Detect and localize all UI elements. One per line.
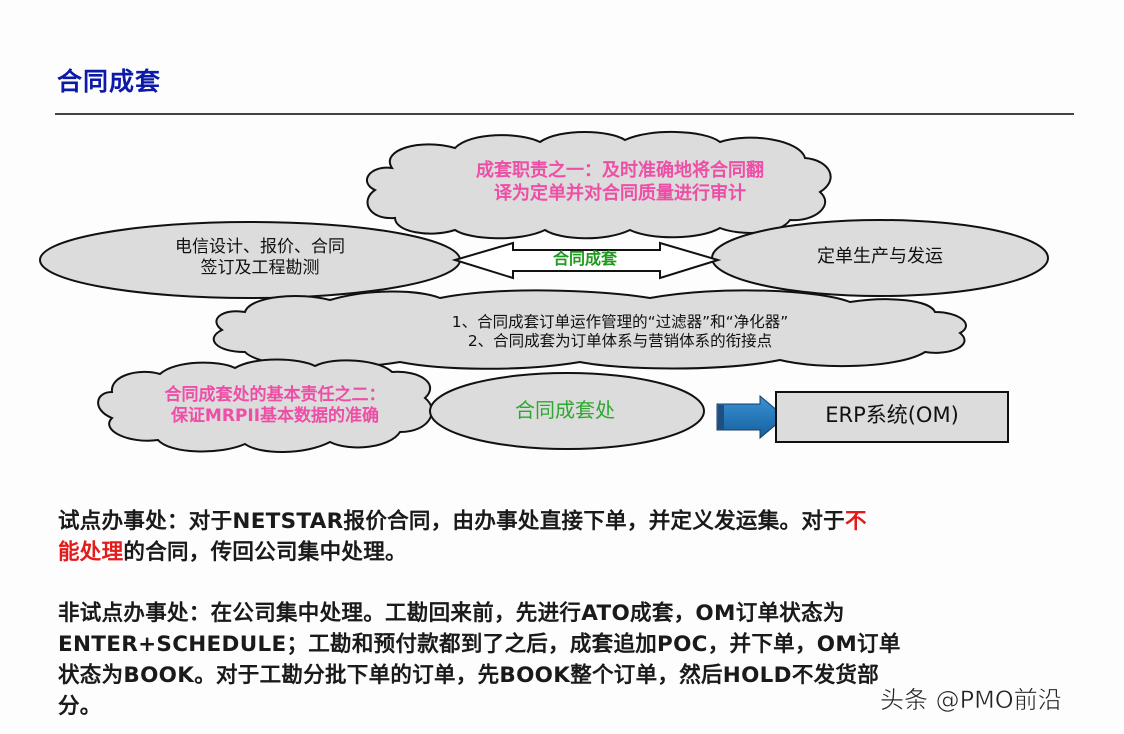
double-arrow-shape: [451, 241, 722, 280]
top-cloud-text: 成套职责之一：及时准确地将合同翻 译为定单并对合同质量进行审计: [420, 160, 820, 205]
p2-line-3: 状态为BOOK。对于工勘分批下单的订单，先BOOK整个订单，然后HOLD不发货部: [58, 663, 880, 688]
left-ellipse-line-1: 电信设计、报价、合同: [175, 237, 345, 257]
p1-highlight-b: 能处理: [58, 540, 124, 565]
top-cloud-line-1: 成套职责之一：及时准确地将合同翻: [476, 160, 764, 181]
title-divider: [55, 113, 1074, 115]
erp-box-shape: [775, 391, 1009, 443]
p2-line-1: 非试点办事处：在公司集中处理。工勘回来前，先进行ATO成套，OM订单状态为: [58, 601, 845, 626]
right-ellipse-text: 定单生产与发运: [817, 246, 943, 267]
p1-text-end: 的合同，传回公司集中处理。: [123, 540, 407, 565]
middle-cloud-line-1: 1、合同成套订单运作管理的“过滤器”和“净化器”: [451, 313, 789, 331]
p1-text: 试点办事处：对于NETSTAR报价合同，由办事处直接下单，并定义发运集。对于: [58, 509, 845, 534]
middle-cloud-line-2: 2、合同成套为订单体系与营销体系的衔接点: [467, 332, 773, 351]
diagram-shapes: [39, 130, 1049, 453]
blue-arrow-shape: [716, 394, 786, 440]
paragraph-non-pilot-offices: 非试点办事处：在公司集中处理。工勘回来前，先进行ATO成套，OM订单状态为 EN…: [58, 598, 1068, 722]
p2-line-4: 分。: [58, 694, 102, 719]
bottom-left-cloud-text: 合同成套处的基本责任之二： 保证MRPII基本数据的准确: [120, 385, 430, 428]
bottom-left-cloud-line-2: 保证MRPII基本数据的准确: [170, 406, 380, 427]
center-arrow-label: 合同成套: [552, 249, 617, 268]
top-cloud-shape: [366, 130, 832, 240]
top-cloud-line-2: 译为定单并对合同质量进行审计: [494, 182, 746, 204]
p2-line-2: ENTER+SCHEDULE；工勘和预付款都到了之后，成套追加POC，并下单，O…: [58, 632, 901, 657]
p1-highlight-a: 不: [844, 509, 867, 534]
office-ellipse-shape: [429, 372, 705, 450]
slide-title: 合同成套: [57, 67, 162, 96]
office-ellipse-text: 合同成套处: [515, 398, 615, 422]
bottom-left-cloud-line-1: 合同成套处的基本责任之二：: [164, 385, 386, 405]
watermark: 头条 @PMO前沿: [880, 686, 1062, 715]
middle-cloud-text: 1、合同成套订单运作管理的“过滤器”和“净化器” 2、合同成套为订单体系与营销体…: [340, 313, 900, 352]
left-ellipse-text: 电信设计、报价、合同 签订及工程勘测: [150, 237, 370, 280]
left-ellipse-line-2: 签订及工程勘测: [200, 258, 320, 279]
erp-box-text: ERP系统(OM): [825, 403, 959, 427]
paragraph-pilot-offices: 试点办事处：对于NETSTAR报价合同，由办事处直接下单，并定义发运集。对于不 …: [58, 506, 1048, 568]
